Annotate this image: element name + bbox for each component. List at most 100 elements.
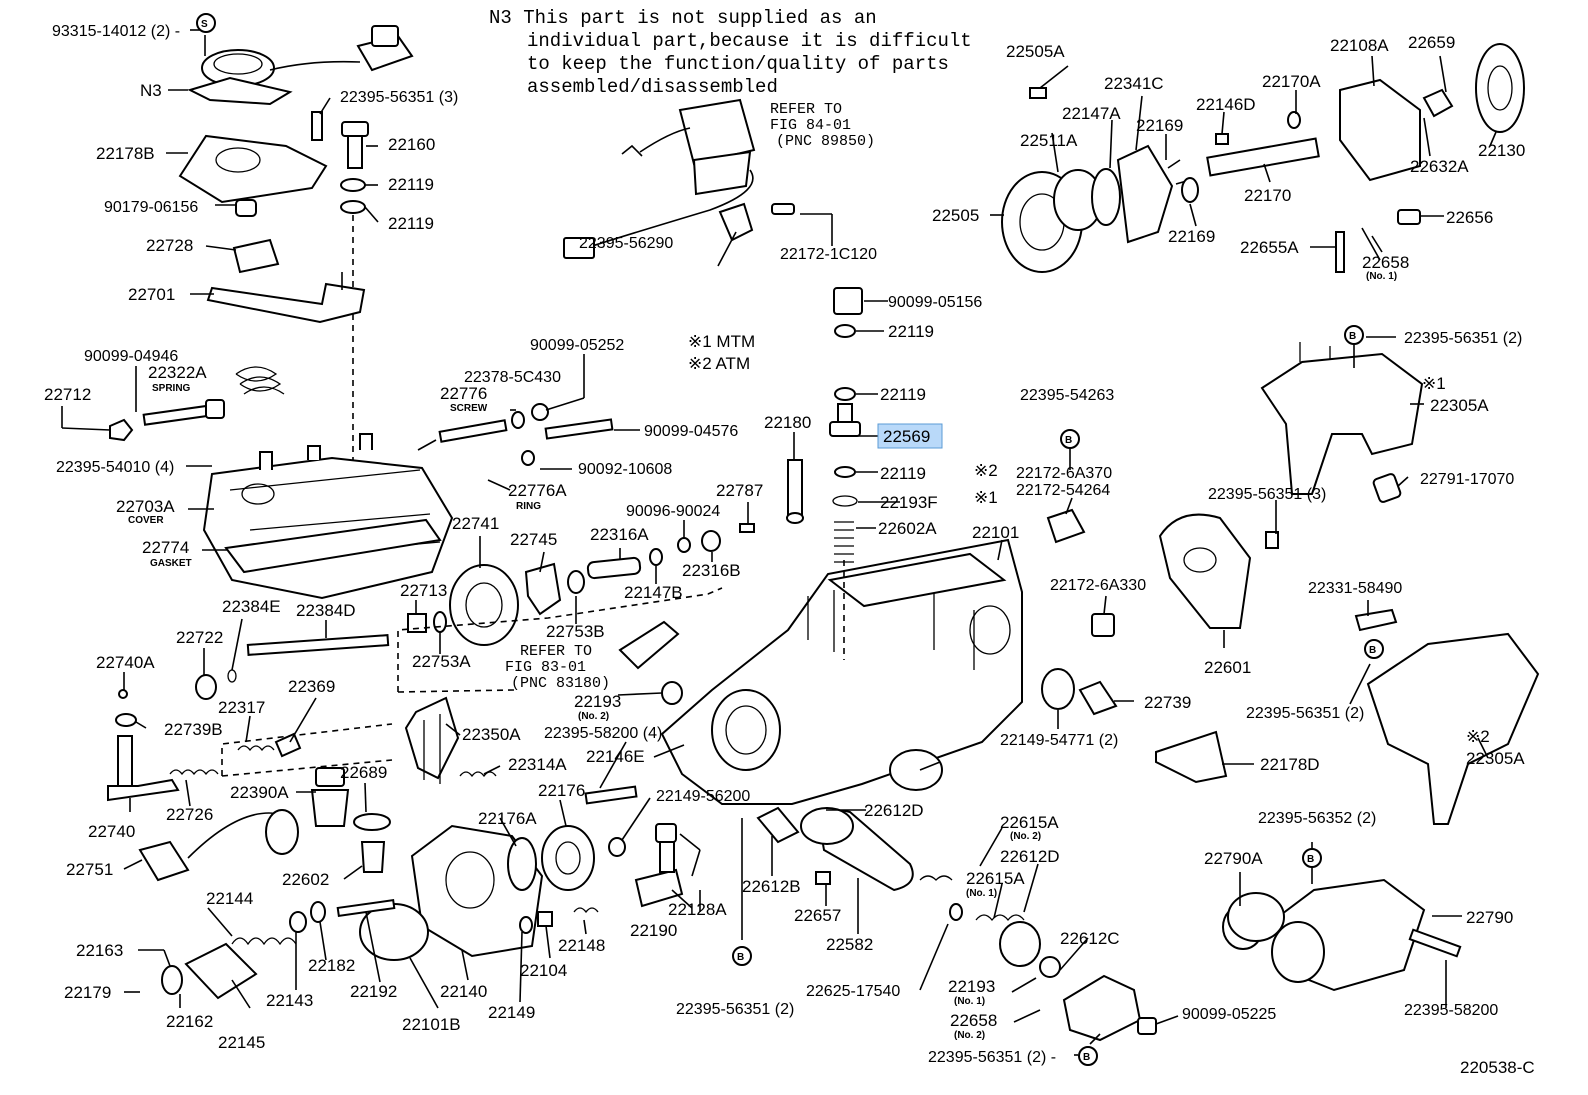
- part-label[interactable]: 22612D: [1000, 847, 1060, 866]
- part-label[interactable]: 22790A: [1204, 849, 1263, 868]
- part-label[interactable]: 22739B: [164, 720, 223, 739]
- part-label[interactable]: 22612C: [1060, 929, 1120, 948]
- part-label[interactable]: 22395-54263: [1020, 387, 1114, 404]
- part-label[interactable]: 22169: [1136, 116, 1183, 135]
- part-label[interactable]: 22655A: [1240, 238, 1299, 257]
- part-label[interactable]: 22658: [950, 1011, 997, 1030]
- part-label[interactable]: 22505A: [1006, 42, 1065, 61]
- part-label[interactable]: 22119: [888, 322, 934, 341]
- part-label[interactable]: 22163: [76, 941, 123, 960]
- part-label[interactable]: 22395-56351 (3): [1208, 486, 1326, 503]
- part-label[interactable]: 22144: [206, 889, 253, 908]
- part-label[interactable]: 22176A: [478, 809, 537, 828]
- part-label[interactable]: 22128A: [668, 900, 727, 919]
- part-label[interactable]: 22659: [1408, 33, 1455, 52]
- part-label[interactable]: 22753A: [412, 652, 471, 671]
- part-label[interactable]: ※2: [974, 461, 998, 480]
- part-label[interactable]: 22180: [764, 413, 811, 432]
- part-label[interactable]: 22101B: [402, 1015, 461, 1034]
- part-label[interactable]: 22739: [1144, 693, 1191, 712]
- part-label[interactable]: 22145: [218, 1033, 265, 1052]
- part-label[interactable]: 22701: [128, 285, 175, 304]
- part-label[interactable]: 22602: [282, 870, 329, 889]
- part-label[interactable]: 22193F: [880, 493, 938, 512]
- part-label[interactable]: 90099-04576: [644, 423, 738, 440]
- part-label[interactable]: 22615A: [1000, 813, 1059, 832]
- part-label[interactable]: 22119: [388, 214, 434, 233]
- part-label[interactable]: 22395-56352 (2): [1258, 810, 1376, 827]
- part-label[interactable]: 22582: [826, 935, 873, 954]
- part-label[interactable]: 22713: [400, 581, 447, 600]
- part-label[interactable]: 22162: [166, 1012, 213, 1031]
- part-label[interactable]: 22395-54010 (4): [56, 459, 174, 476]
- part-label[interactable]: 22149-54771 (2): [1000, 732, 1118, 749]
- part-label[interactable]: N3: [140, 81, 162, 100]
- part-label[interactable]: 22511A: [1020, 131, 1078, 150]
- part-label[interactable]: 22390A: [230, 783, 289, 802]
- part-label[interactable]: 22776A: [508, 481, 567, 500]
- part-label[interactable]: 22172-54264: [1016, 482, 1110, 499]
- part-label[interactable]: 22569: [883, 427, 930, 446]
- part-label[interactable]: 22728: [146, 236, 193, 255]
- part-label[interactable]: 93315-14012 (2) -: [52, 23, 180, 40]
- part-label[interactable]: 22395-58200: [1404, 1002, 1498, 1019]
- part-label[interactable]: 22776: [440, 384, 487, 403]
- part-label[interactable]: 22384D: [296, 601, 356, 620]
- part-label[interactable]: 22740: [88, 822, 135, 841]
- part-label[interactable]: 22182: [308, 956, 355, 975]
- part-label[interactable]: 22395-56351 (2): [676, 1001, 794, 1018]
- part-label[interactable]: 22745: [510, 530, 557, 549]
- part-label[interactable]: 22192: [350, 982, 397, 1001]
- part-label[interactable]: 22305A: [1466, 749, 1525, 768]
- part-label[interactable]: 22101: [972, 523, 1019, 542]
- part-label[interactable]: 22316A: [590, 525, 649, 544]
- part-label[interactable]: 22601: [1204, 658, 1251, 677]
- part-label[interactable]: 22774: [142, 538, 189, 557]
- part-label[interactable]: 22149: [488, 1003, 535, 1022]
- part-label[interactable]: 22317: [218, 698, 265, 717]
- part-label[interactable]: 22656: [1446, 208, 1493, 227]
- part-label[interactable]: 22395-56351 (2) -: [928, 1049, 1056, 1066]
- part-label[interactable]: 22625-17540: [806, 983, 900, 1000]
- part-label[interactable]: 22350A: [462, 725, 521, 744]
- part-label[interactable]: 22791-17070: [1420, 471, 1514, 488]
- part-label[interactable]: 22395-56290: [579, 235, 673, 252]
- part-label[interactable]: ※1: [1422, 374, 1446, 393]
- part-label[interactable]: 22740A: [96, 653, 155, 672]
- part-label[interactable]: 90099-05252: [530, 337, 624, 354]
- part-label[interactable]: ※2: [1466, 727, 1490, 746]
- part-label[interactable]: 22119: [880, 385, 926, 404]
- part-label[interactable]: 22395-56351 (3): [340, 89, 458, 106]
- part-label[interactable]: 22140: [440, 982, 487, 1001]
- part-label[interactable]: 90096-90024: [626, 503, 720, 520]
- part-label[interactable]: 22751: [66, 860, 113, 879]
- part-label[interactable]: 22378-5C430: [464, 369, 561, 386]
- part-label[interactable]: 22395-56351 (2): [1246, 705, 1364, 722]
- part-label[interactable]: 22108A: [1330, 36, 1389, 55]
- part-label[interactable]: 22147A: [1062, 104, 1121, 123]
- part-label[interactable]: 22178D: [1260, 755, 1320, 774]
- part-label[interactable]: 22657: [794, 906, 841, 925]
- part-label[interactable]: 22341C: [1104, 74, 1164, 93]
- part-label[interactable]: 22178B: [96, 144, 155, 163]
- part-label[interactable]: 90099-05156: [888, 294, 982, 311]
- part-label[interactable]: 22322A: [148, 363, 207, 382]
- part-label[interactable]: 22146D: [1196, 95, 1256, 114]
- part-label[interactable]: 22172-6A330: [1050, 577, 1146, 594]
- part-label[interactable]: 22712: [44, 385, 91, 404]
- part-label[interactable]: 22726: [166, 805, 213, 824]
- part-label[interactable]: 22395-56351 (2): [1404, 330, 1522, 347]
- part-label[interactable]: ※1: [974, 488, 998, 507]
- part-label[interactable]: 22602A: [878, 519, 937, 538]
- part-label[interactable]: 22193: [574, 692, 621, 711]
- part-label[interactable]: 22119: [880, 464, 926, 483]
- part-label[interactable]: 22190: [630, 921, 677, 940]
- part-label[interactable]: 22787: [716, 481, 763, 500]
- part-label[interactable]: 90099-05225: [1182, 1006, 1276, 1023]
- part-label[interactable]: 22148: [558, 936, 605, 955]
- part-label[interactable]: 22632A: [1410, 157, 1469, 176]
- part-label[interactable]: 22172-1C120: [780, 246, 877, 263]
- part-label[interactable]: 22176: [538, 781, 585, 800]
- part-label[interactable]: 22369: [288, 677, 335, 696]
- part-label[interactable]: 22104: [520, 961, 567, 980]
